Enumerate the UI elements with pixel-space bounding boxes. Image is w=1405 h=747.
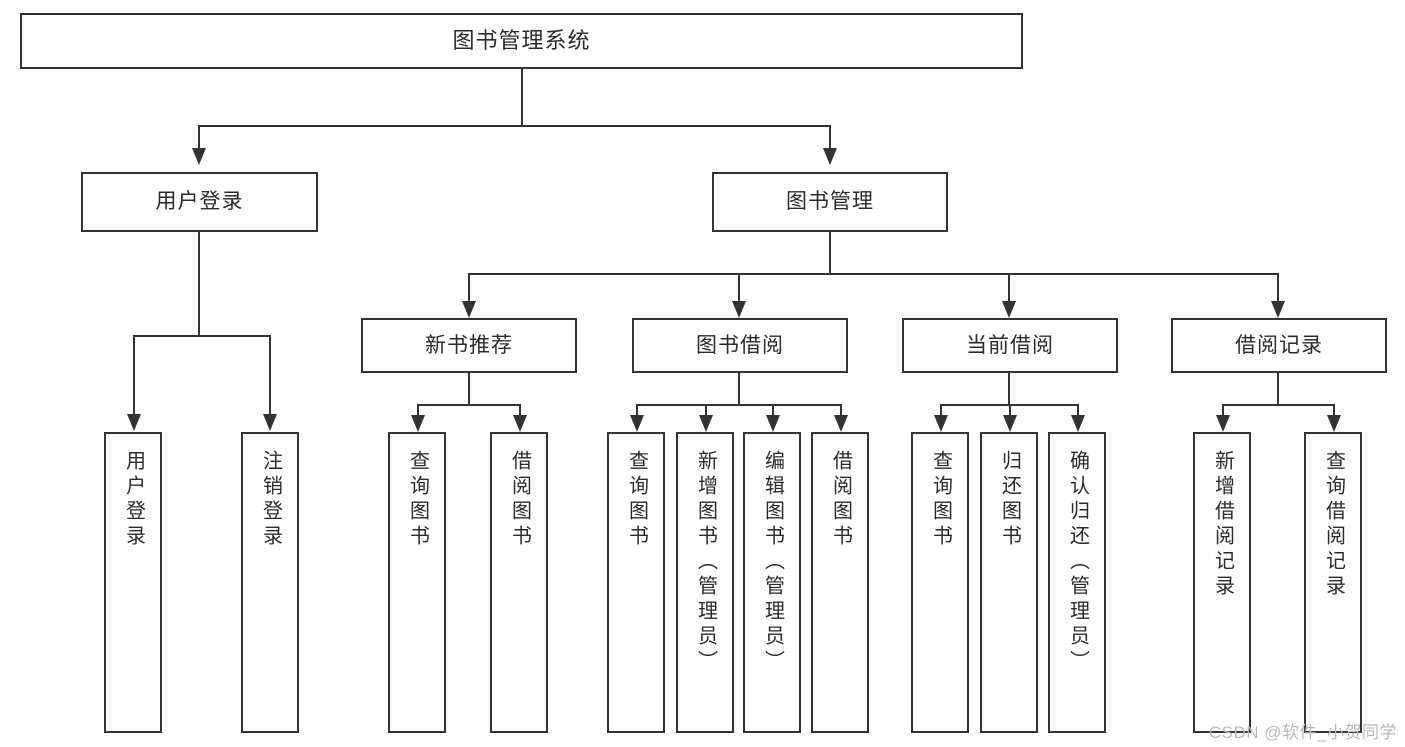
leaf-label: 新增图书（管理员）: [694, 450, 717, 675]
leaf-borrow-book-newbook[interactable]: 借阅图书: [490, 432, 548, 733]
leaf-user-login[interactable]: 用户登录: [104, 432, 162, 733]
node-label: 图书借阅: [696, 333, 784, 357]
arrowhead-to-book-management: [823, 148, 837, 165]
arrowhead-leaf-query-book-1: [411, 415, 425, 432]
leaf-confirm-return-admin[interactable]: 确认归还（管理员）: [1048, 432, 1106, 733]
arrowhead-to-book-borrow: [732, 301, 746, 318]
connector-borrow-drop-4: [840, 404, 842, 415]
connector-newbook-drop-2: [519, 404, 521, 415]
arrowhead-to-current-borrow: [1002, 301, 1016, 318]
arrowhead-leaf-query-record: [1327, 415, 1341, 432]
connector-user-login-bus: [133, 335, 271, 337]
arrowhead-leaf-query-book-2: [630, 415, 644, 432]
leaf-label: 查询图书: [929, 450, 952, 550]
connector-current-stem: [1008, 373, 1010, 405]
leaf-label: 注销登录: [259, 450, 282, 550]
leaf-label: 借阅图书: [829, 450, 852, 550]
leaf-add-book-admin[interactable]: 新增图书（管理员）: [676, 432, 734, 733]
arrowhead-leaf-edit-book: [766, 415, 780, 432]
leaf-label: 查询图书: [625, 450, 648, 550]
connector-root-to-login: [198, 125, 200, 148]
watermark-text: CSDN @软件_小贺同学: [1208, 723, 1397, 742]
node-current-borrow[interactable]: 当前借阅: [902, 318, 1118, 373]
leaf-add-borrow-record[interactable]: 新增借阅记录: [1193, 432, 1251, 733]
arrowhead-leaf-user-login: [127, 414, 141, 431]
arrowhead-leaf-add-book: [699, 415, 713, 432]
leaf-label: 确认归还（管理员）: [1066, 450, 1089, 675]
leaf-edit-book-admin[interactable]: 编辑图书（管理员）: [743, 432, 801, 733]
connector-borrow-stem: [738, 373, 740, 405]
connector-root-stem: [521, 69, 523, 126]
connector-bookmgmt-drop-2: [738, 273, 740, 301]
connector-root-to-bookmgmt: [829, 125, 831, 148]
leaf-query-book-current[interactable]: 查询图书: [911, 432, 969, 733]
connector-borrow-drop-2: [705, 404, 707, 415]
connector-records-stem: [1277, 373, 1279, 405]
node-label: 当前借阅: [966, 333, 1054, 357]
node-label: 用户登录: [155, 190, 244, 214]
connector-user-login-drop-1: [133, 335, 135, 414]
arrowhead-leaf-logout: [263, 414, 277, 431]
arrowhead-to-new-book: [462, 301, 476, 318]
node-label: 新书推荐: [425, 333, 513, 357]
node-new-book-recommend[interactable]: 新书推荐: [361, 318, 577, 373]
leaf-query-book-newbook[interactable]: 查询图书: [388, 432, 446, 733]
leaf-label: 借阅图书: [508, 450, 531, 550]
connector-borrow-bus: [636, 404, 841, 406]
arrowhead-to-user-login: [192, 148, 206, 165]
node-label: 图书管理: [786, 190, 874, 214]
arrowhead-leaf-confirm-return: [1071, 415, 1085, 432]
arrowhead-leaf-borrow-book-2: [834, 415, 848, 432]
connector-records-drop-1: [1222, 404, 1224, 415]
leaf-return-book[interactable]: 归还图书: [980, 432, 1038, 733]
node-book-borrow[interactable]: 图书借阅: [632, 318, 848, 373]
leaf-label: 查询借阅记录: [1322, 450, 1345, 600]
connector-bookmgmt-drop-1: [468, 273, 470, 301]
connector-user-login-stem: [198, 232, 200, 336]
connector-current-drop-1: [940, 404, 942, 415]
arrowhead-leaf-query-book-3: [934, 415, 948, 432]
connector-bookmgmt-drop-3: [1008, 273, 1010, 301]
node-book-management[interactable]: 图书管理: [712, 172, 948, 232]
connector-newbook-drop-1: [417, 404, 419, 415]
connector-bookmgmt-drop-4: [1277, 273, 1279, 301]
leaf-query-book-borrow[interactable]: 查询图书: [607, 432, 665, 733]
connector-records-drop-2: [1333, 404, 1335, 415]
connector-current-drop-2: [1009, 404, 1011, 415]
arrowhead-leaf-borrow-book-1: [513, 415, 527, 432]
connector-records-bus: [1222, 404, 1334, 406]
node-user-login[interactable]: 用户登录: [81, 172, 318, 232]
connector-root-bus: [198, 125, 831, 127]
node-root-system[interactable]: 图书管理系统: [20, 13, 1023, 69]
connector-user-login-drop-2: [269, 335, 271, 414]
node-borrow-records[interactable]: 借阅记录: [1171, 318, 1387, 373]
leaf-label: 查询图书: [406, 450, 429, 550]
leaf-label: 归还图书: [998, 450, 1021, 550]
connector-current-drop-3: [1077, 404, 1079, 415]
connector-bookmgmt-bus: [468, 273, 1279, 275]
node-label: 借阅记录: [1235, 333, 1323, 357]
connector-borrow-drop-1: [636, 404, 638, 415]
leaf-logout[interactable]: 注销登录: [241, 432, 299, 733]
connector-newbook-stem: [468, 373, 470, 405]
leaf-label: 用户登录: [122, 450, 145, 550]
arrowhead-to-borrow-records: [1271, 301, 1285, 318]
leaf-borrow-book-borrow[interactable]: 借阅图书: [811, 432, 869, 733]
node-label: 图书管理系统: [452, 27, 591, 53]
connector-borrow-drop-3: [772, 404, 774, 415]
connector-newbook-bus: [417, 404, 520, 406]
arrowhead-leaf-add-record: [1216, 415, 1230, 432]
connector-bookmgmt-stem: [829, 232, 831, 274]
leaf-label: 新增借阅记录: [1211, 450, 1234, 600]
arrowhead-leaf-return-book: [1003, 415, 1017, 432]
leaf-label: 编辑图书（管理员）: [761, 450, 784, 675]
leaf-query-borrow-record[interactable]: 查询借阅记录: [1304, 432, 1362, 733]
